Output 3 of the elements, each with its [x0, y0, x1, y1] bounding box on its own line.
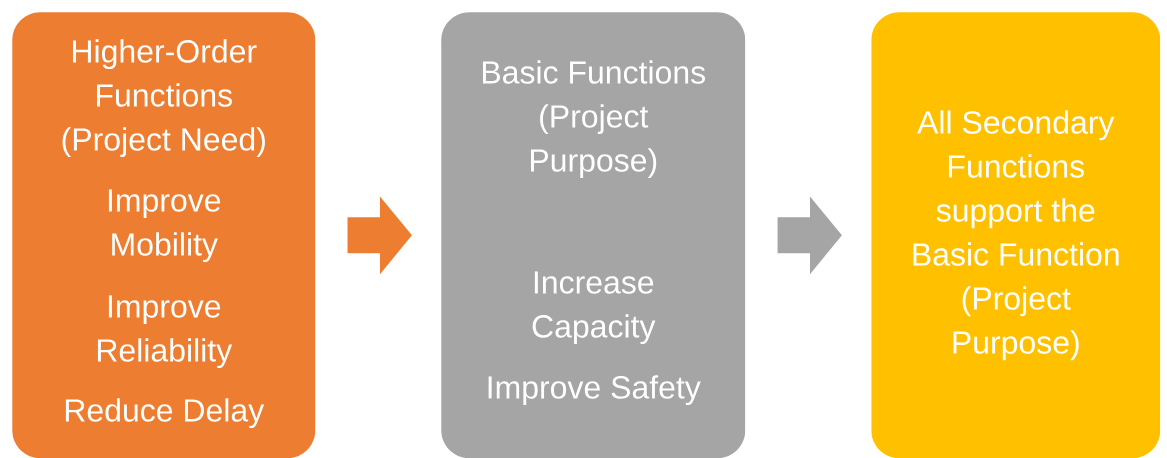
function-box: Higher-Order Functions (Project Need) Improve Mobility Improve Reliability Reduce Delay	[12, 12, 316, 458]
function-box: All Secondary Functions support the Basic Function (Project Purpose)	[871, 12, 1161, 458]
function-box: Basic Functions (Project Purpose) Increase Capacity Improve Safety	[441, 12, 746, 458]
